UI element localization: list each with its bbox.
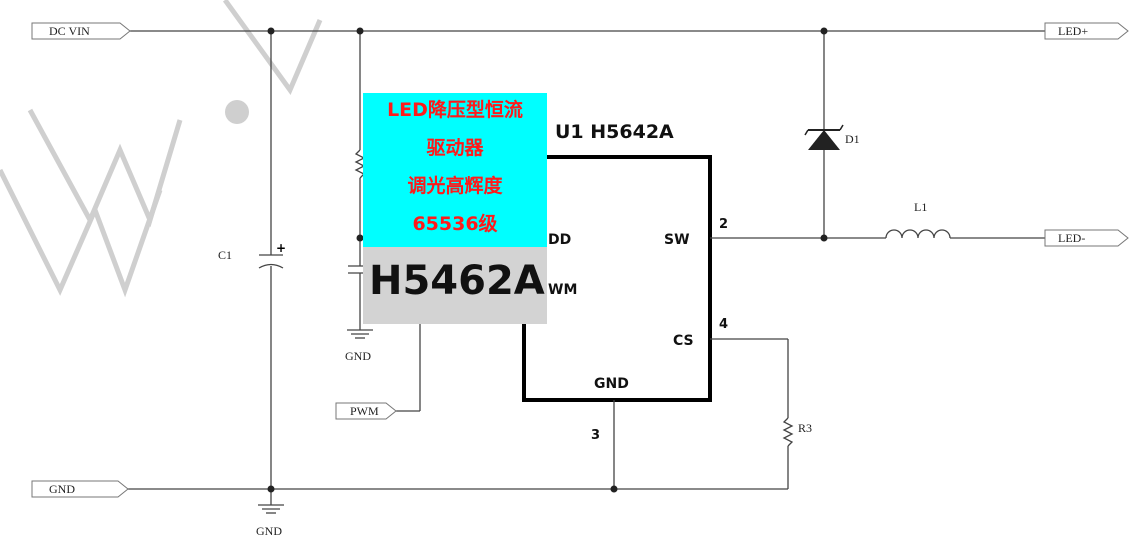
port-gnd — [31, 480, 129, 498]
port-led-minus-label: LED- — [1058, 231, 1085, 245]
port-led-plus-label: LED+ — [1058, 24, 1088, 38]
feature-overlay-box: LED降压型恒流 驱动器 调光高辉度 65536级 — [363, 93, 547, 247]
part-number-label: H5462A — [369, 258, 545, 304]
resistor-symbol — [354, 149, 366, 179]
gnd-symbol-left-label: GND — [345, 349, 371, 363]
d1-label: D1 — [845, 132, 860, 146]
r3-label: R3 — [798, 421, 812, 435]
watermark — [0, 0, 323, 298]
inductor-symbol — [885, 229, 951, 239]
gnd-symbol-bottom-label: GND — [256, 524, 282, 538]
ic-pin-cs: CS — [673, 333, 694, 349]
l1-label: L1 — [914, 200, 927, 214]
overlay-line-1: LED降压型恒流 — [387, 99, 523, 121]
overlay-line-2: 驱动器 — [426, 137, 484, 159]
ic-body — [522, 155, 712, 402]
port-gnd-label: GND — [49, 482, 75, 496]
overlay-line-4: 65536级 — [412, 213, 498, 235]
diode-symbol — [808, 130, 840, 150]
port-pwm-label: PWM — [350, 404, 379, 418]
ic-pin-number-gnd: 3 — [591, 428, 600, 443]
port-dc-vin-label: DC VIN — [49, 24, 90, 38]
ic-pin-gnd: GND — [594, 376, 629, 392]
ic-title: U1 H5642A — [555, 121, 674, 143]
ic-pin-pwm: WM — [548, 282, 577, 298]
overlay-line-3: 调光高辉度 — [407, 175, 503, 197]
port-pwm — [335, 402, 397, 420]
ic-pin-sw: SW — [664, 232, 690, 248]
r3-symbol — [782, 417, 794, 447]
ic-pin-number-sw: 2 — [719, 217, 728, 232]
c1-plate-bottom — [258, 263, 284, 269]
ic-pin-number-cs: 4 — [719, 317, 728, 332]
port-led-minus — [1044, 229, 1129, 247]
c1-label: C1 — [218, 248, 232, 262]
port-led-plus — [1044, 22, 1129, 40]
port-dc-vin — [31, 22, 131, 40]
c1-plus-sign: + — [276, 241, 286, 255]
ic-pin-vdd: DD — [548, 232, 571, 248]
part-number-box: H5462A — [363, 247, 547, 324]
